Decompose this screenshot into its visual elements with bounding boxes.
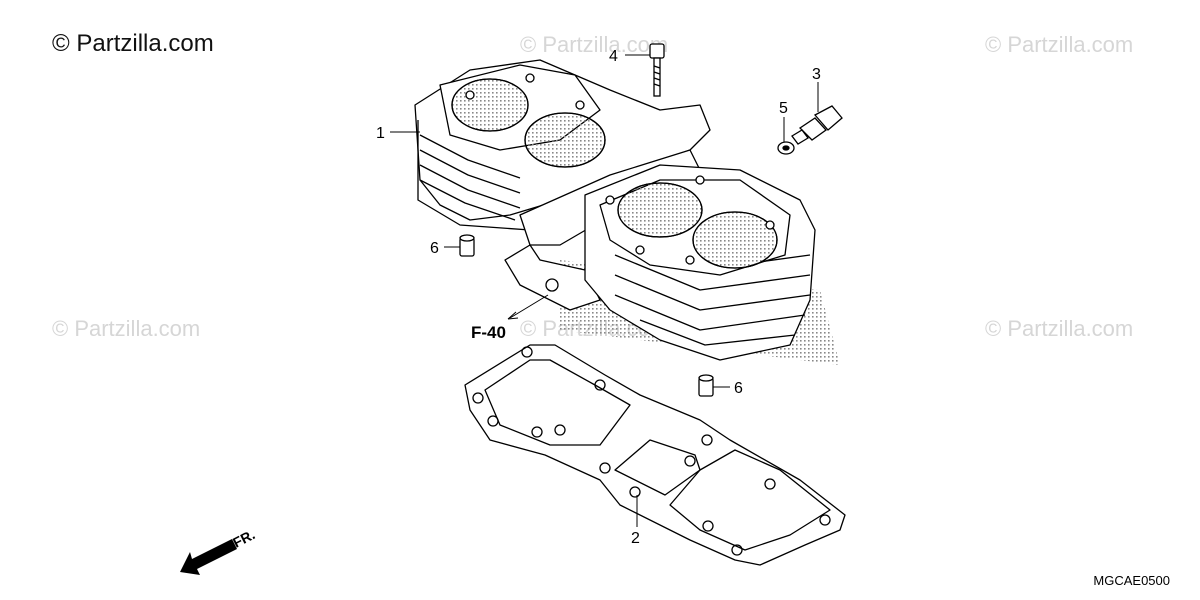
leader-line-f40 xyxy=(509,294,549,319)
callout-number-4: 4 xyxy=(609,48,618,65)
stud-bolt[interactable] xyxy=(649,43,665,97)
callout-number-1: 1 xyxy=(376,125,385,142)
callout-number-2: 2 xyxy=(631,530,640,547)
front-direction-arrow-icon: FR. xyxy=(180,526,257,575)
diagram-code: MGCAE0500 xyxy=(1093,573,1170,588)
dowel-pin-lower[interactable] xyxy=(698,374,714,397)
watermark: © Partzilla.com xyxy=(520,32,669,57)
leader-arrowhead-f40 xyxy=(507,311,519,320)
copyright-notice: © Partzilla.com xyxy=(52,30,214,57)
sealing-washer[interactable] xyxy=(777,141,795,155)
reference-label: F-40 xyxy=(471,323,506,342)
callout-number-3: 3 xyxy=(812,66,821,83)
base-gasket[interactable] xyxy=(464,344,846,566)
callout-number-5: 5 xyxy=(779,100,788,117)
dowel-pin-upper[interactable] xyxy=(459,234,475,257)
callout-number-6-lower: 6 xyxy=(734,380,743,397)
temperature-sensor[interactable] xyxy=(791,105,843,145)
cylinder-block[interactable] xyxy=(414,59,840,365)
watermark: © Partzilla.com xyxy=(52,316,201,341)
callout-number-6-upper: 6 xyxy=(430,240,439,257)
watermark: © Partzilla.com xyxy=(985,316,1134,341)
watermark: © Partzilla.com xyxy=(985,32,1134,57)
